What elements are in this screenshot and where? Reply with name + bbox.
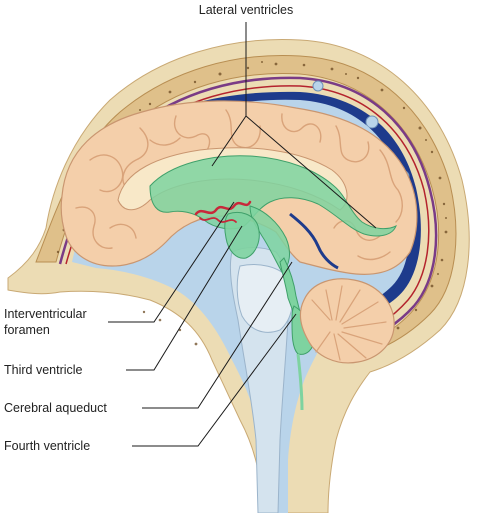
arachnoid-granulation	[312, 80, 324, 92]
great-cerebral-vein	[289, 212, 339, 270]
fourth-ventricle-leader	[132, 313, 297, 447]
interventricular-foramen-leader	[108, 201, 235, 323]
superior-sagittal-sinus	[110, 91, 421, 313]
lateral-ventricles-leader-left	[211, 115, 247, 167]
label-lateral-ventricles: Lateral ventricles	[199, 3, 294, 17]
label-fourth-ventricle: Fourth ventricle	[4, 439, 90, 453]
label-interventricular-foramen-line2: foramen	[4, 323, 50, 337]
label-interventricular-foramen-line1: Interventricular	[4, 307, 87, 321]
choroid-plexus	[194, 200, 252, 216]
cerebral-aqueduct-leader	[142, 261, 293, 409]
cerebral-gyri	[75, 109, 403, 261]
cerebellar-folia	[311, 285, 387, 361]
label-cerebral-aqueduct: Cerebral aqueduct	[4, 401, 107, 415]
central-canal	[296, 353, 304, 411]
third-ventricle-leader	[126, 225, 243, 371]
pons	[236, 264, 294, 333]
lateral-ventricles-leader-right	[245, 115, 377, 229]
choroid-plexus	[199, 217, 237, 223]
arachnoid-granulation	[365, 115, 379, 129]
third-ventricle	[224, 212, 260, 259]
leader-lines	[108, 22, 377, 447]
label-third-ventricle: Third ventricle	[4, 363, 83, 377]
